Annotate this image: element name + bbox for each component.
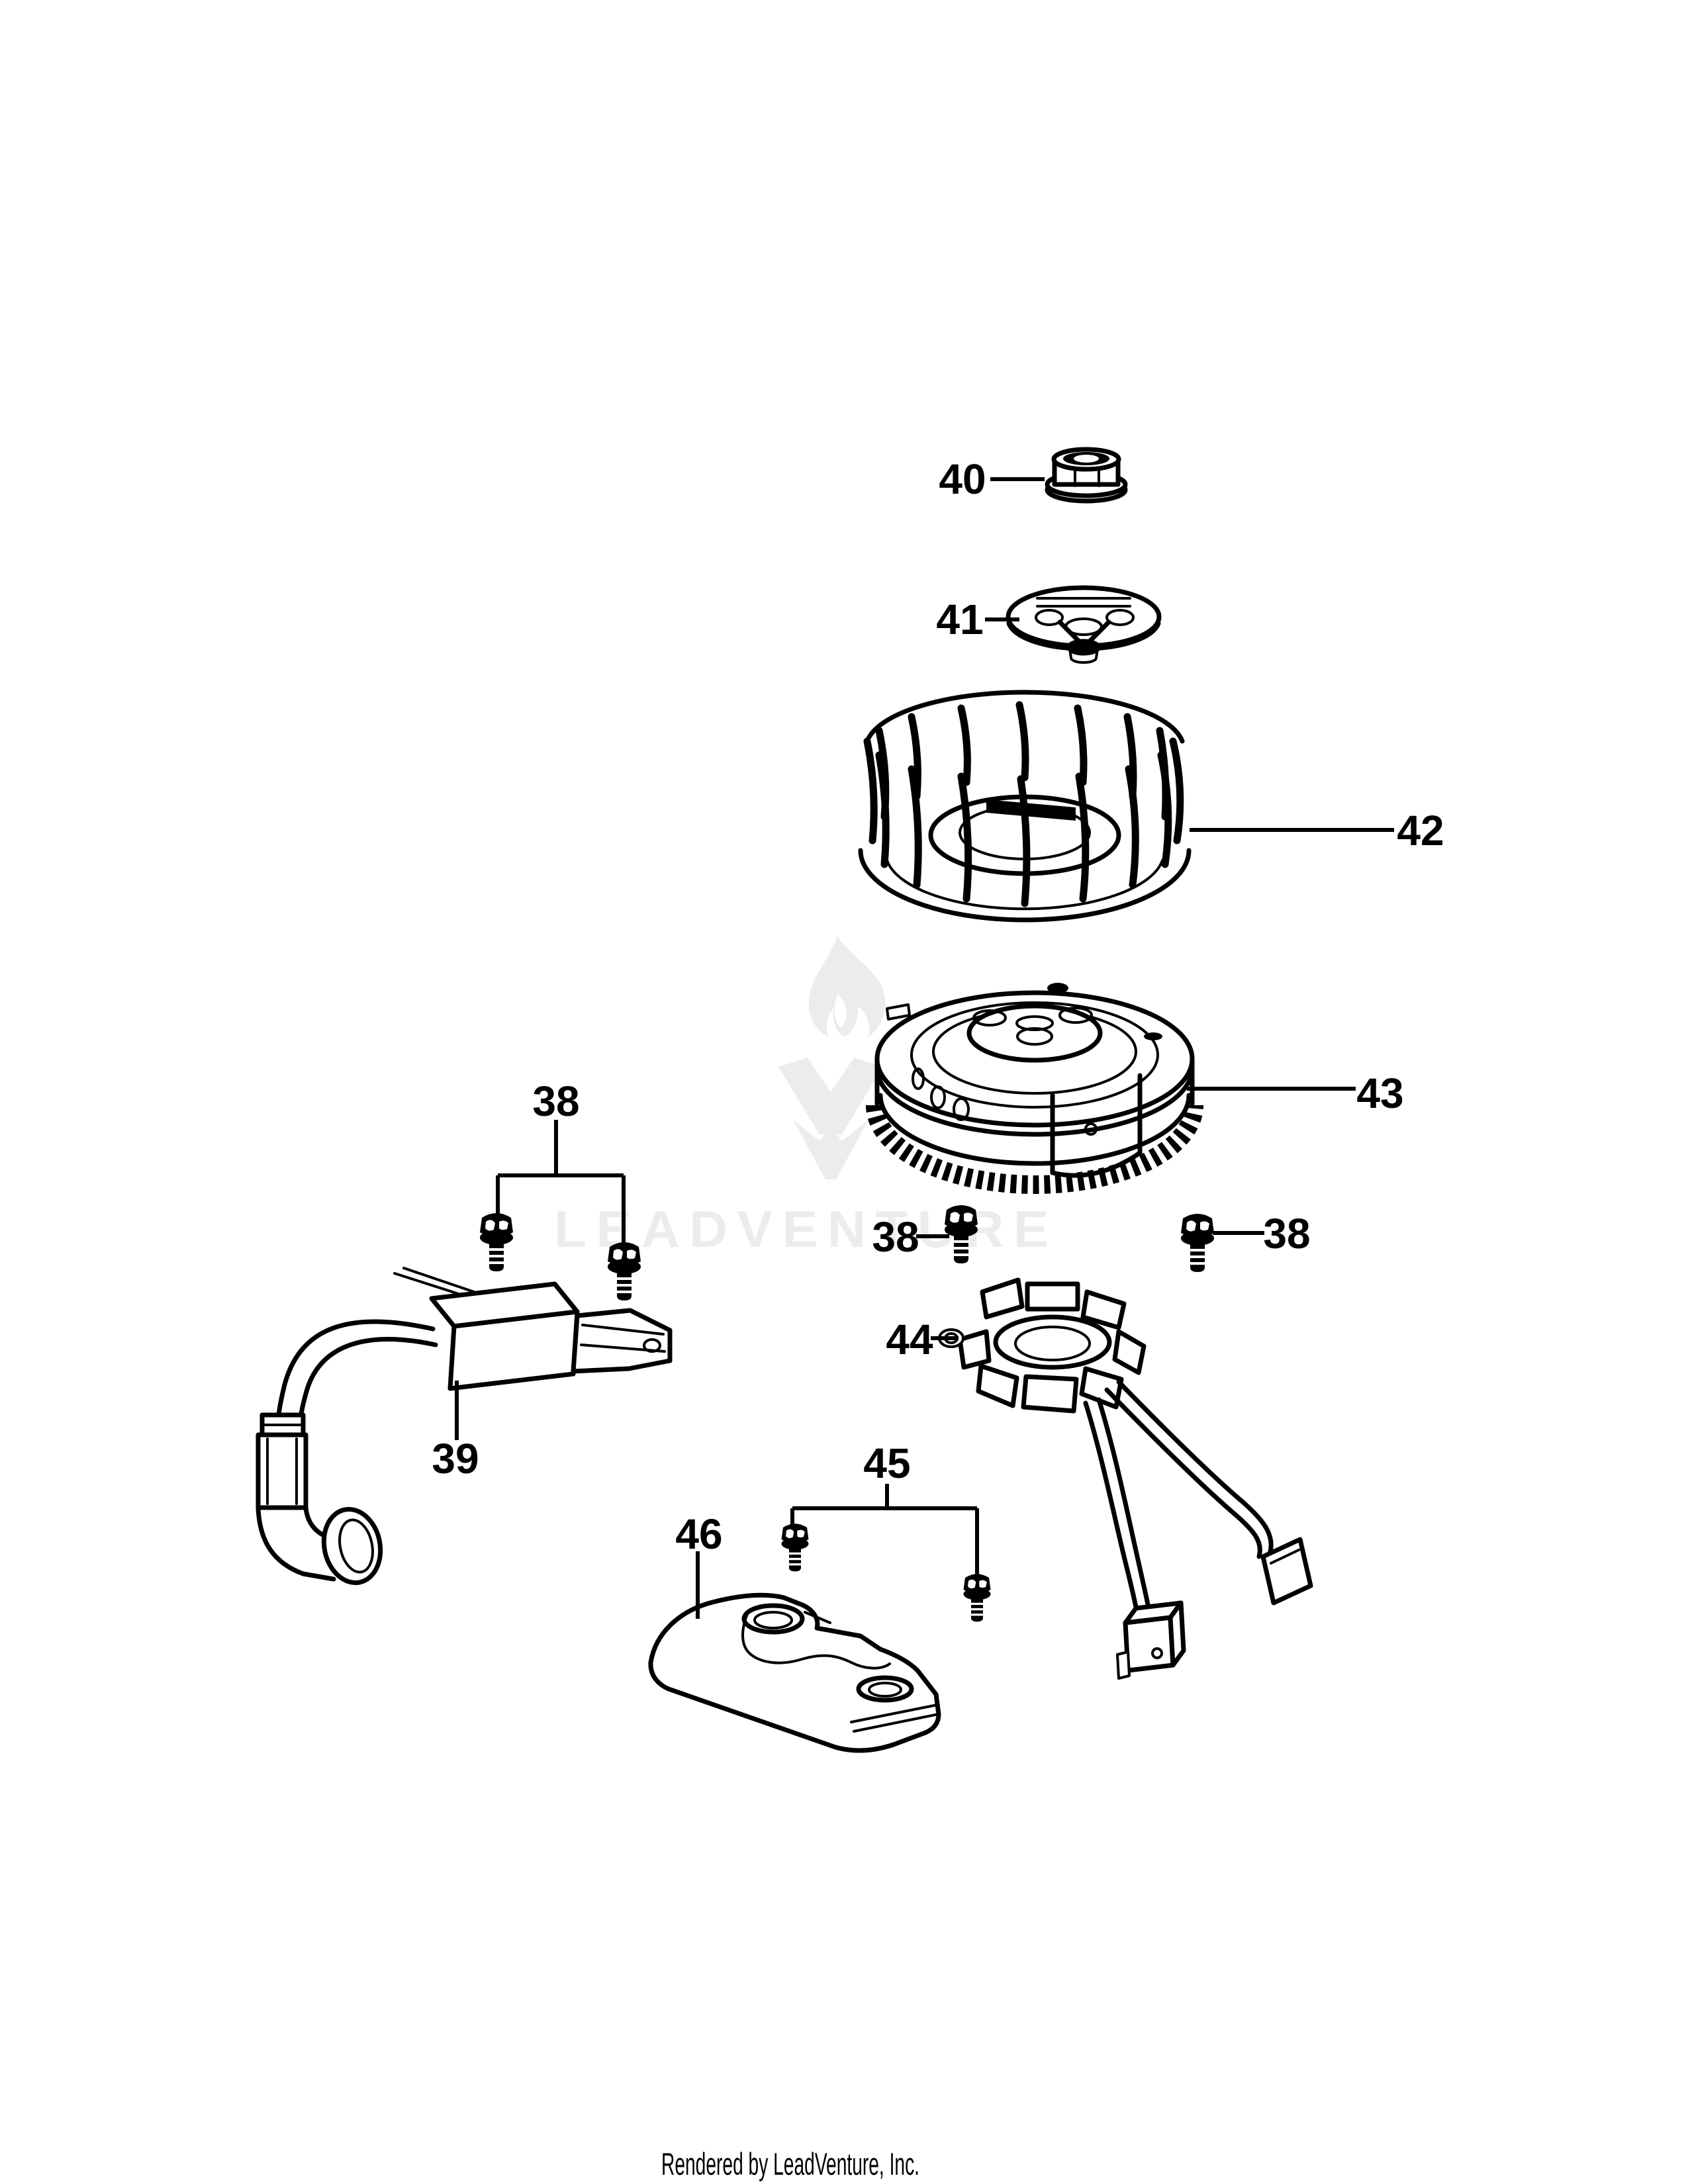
part-43-flywheel xyxy=(866,983,1203,1194)
callout-46[interactable]: 46 xyxy=(675,1510,722,1558)
callout-39[interactable]: 39 xyxy=(432,1435,479,1482)
screw-45-b xyxy=(963,1574,991,1622)
callout-41[interactable]: 41 xyxy=(936,596,983,643)
part-44-stator xyxy=(938,1277,1313,1680)
callout-43[interactable]: 43 xyxy=(1356,1069,1403,1117)
callout-44[interactable]: 44 xyxy=(886,1316,933,1363)
leadventure-watermark-logo xyxy=(778,936,886,1179)
callout-38-top[interactable]: 38 xyxy=(532,1077,579,1125)
callout-45[interactable]: 45 xyxy=(863,1439,910,1487)
screw-45-a xyxy=(781,1524,809,1572)
callout-38-right[interactable]: 38 xyxy=(1263,1210,1310,1257)
footer-credit: Rendered by LeadVenture, Inc. xyxy=(661,2146,919,2181)
screw-38-d xyxy=(1181,1214,1214,1272)
part-39-ignition-coil xyxy=(256,1267,673,1585)
part-46-mounting-bracket xyxy=(648,1592,941,1753)
callout-40[interactable]: 40 xyxy=(939,455,986,503)
callout-38-left[interactable]: 38 xyxy=(872,1213,919,1261)
screw-38-b xyxy=(608,1242,641,1300)
part-40-flange-nut xyxy=(1045,447,1128,504)
leader-45 xyxy=(790,1484,979,1575)
part-42-flywheel-fan xyxy=(858,690,1192,923)
leader-lines xyxy=(455,477,1394,1619)
screw-38-a xyxy=(480,1213,513,1271)
leader-38-top xyxy=(496,1120,626,1244)
part-41-fan-retainer xyxy=(1006,585,1162,664)
callout-42[interactable]: 42 xyxy=(1397,807,1444,854)
